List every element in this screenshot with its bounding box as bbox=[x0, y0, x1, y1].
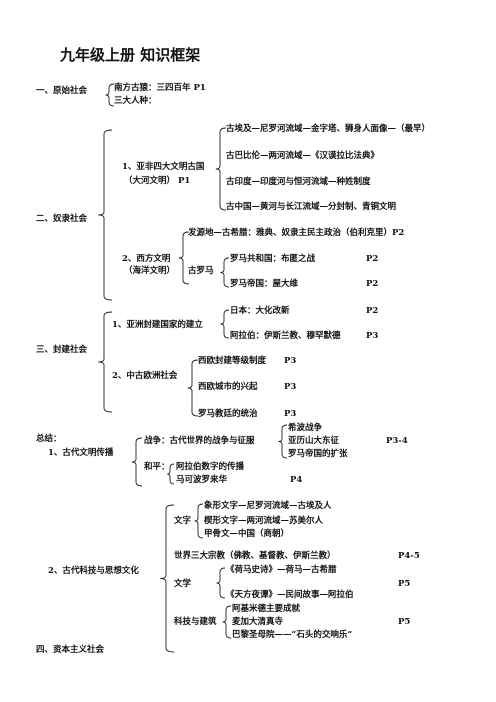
section-feudal-label: 三、封建社会 bbox=[36, 345, 88, 355]
asia-item: 日本：大化改新 bbox=[230, 306, 290, 316]
page-ref: P3 bbox=[284, 356, 297, 366]
rome-item: 罗马帝国：屋大维 bbox=[230, 279, 299, 289]
tech-label: 科技与建筑 bbox=[174, 617, 217, 627]
war-item: 亚历山大东征 bbox=[288, 436, 340, 446]
tech-item: 巴黎圣母院——“石头的交响乐” bbox=[232, 630, 353, 640]
group-label: 1、亚洲封建国家的建立 bbox=[112, 320, 203, 330]
civilization-item: 古埃及—尼罗河流域—金字塔、狮身人面像—（最早） bbox=[226, 124, 431, 134]
brace bbox=[167, 463, 175, 485]
brace bbox=[220, 309, 230, 339]
page-title: 九年级上册 知识框架 bbox=[60, 46, 201, 64]
writing-item: 象形文字—尼罗河流域—古埃及人 bbox=[204, 501, 332, 511]
group-sublabel: （海洋文明） bbox=[124, 266, 176, 276]
religion-item: 世界三大宗教（佛教、基督教、伊斯兰教） bbox=[174, 551, 336, 561]
writing-item: 甲骨文—中国（商朝） bbox=[204, 529, 290, 539]
peace-label: 和平： bbox=[144, 462, 170, 472]
brace bbox=[187, 359, 199, 417]
brace bbox=[216, 567, 226, 599]
rome-label: 古罗马 bbox=[188, 266, 214, 276]
page-ref: P5 bbox=[398, 617, 411, 627]
page-ref: P2 bbox=[366, 306, 379, 316]
brace bbox=[160, 504, 175, 653]
brace bbox=[215, 127, 227, 211]
section-slave-label: 二、奴隶社会 bbox=[36, 214, 88, 224]
summary-label: 总结： bbox=[36, 434, 62, 444]
brace bbox=[98, 311, 113, 413]
page-ref: P3 bbox=[284, 382, 297, 392]
tech-item: 阿基米德主要成就 bbox=[232, 604, 301, 614]
literature-label: 文学 bbox=[174, 579, 192, 589]
europe-item: 罗马教廷的统治 bbox=[198, 409, 258, 419]
brace bbox=[178, 231, 190, 285]
literature-item: 《天方夜谭》—民间故事—阿拉伯 bbox=[226, 590, 354, 600]
brace bbox=[131, 437, 143, 487]
tech-item: 麦加大清真寺 bbox=[232, 617, 284, 627]
group-label: 2、中古欧洲社会 bbox=[112, 371, 178, 381]
rome-item: 罗马共和国：布匿之战 bbox=[230, 254, 316, 264]
group-label: 1、亚非四大文明古国 bbox=[122, 162, 205, 172]
war-item: 希波战争 bbox=[288, 423, 323, 433]
europe-item: 西欧封建等级制度 bbox=[198, 356, 267, 366]
section-primitive-label: 一、原始社会 bbox=[36, 86, 88, 96]
group-label: 2、西方文明 bbox=[122, 254, 171, 264]
page-ref: P2 bbox=[366, 254, 379, 264]
literature-item: 《荷马史诗》—荷马—古希腊 bbox=[226, 565, 337, 575]
war-label: 战争：古代世界的战争与征服 bbox=[144, 436, 255, 446]
primitive-item: 南方古猿：三四百年 P1 bbox=[114, 83, 206, 93]
brace bbox=[222, 605, 232, 639]
page-ref: P3 bbox=[366, 331, 379, 341]
brace bbox=[98, 129, 113, 301]
primitive-item: 三大人种： bbox=[114, 96, 157, 106]
page-ref: P2 bbox=[366, 279, 379, 289]
group-label: 2、古代科技与思想文化 bbox=[48, 566, 139, 576]
group-sublabel: （大河文明） P1 bbox=[124, 176, 191, 186]
writing-label: 文字 bbox=[174, 516, 192, 526]
war-item: 罗马帝国的扩张 bbox=[288, 449, 348, 459]
europe-item: 西欧城市的兴起 bbox=[198, 382, 258, 392]
civilization-item: 古中国—黄河与长江流域—分封制、青铜文明 bbox=[226, 202, 397, 212]
asia-item: 阿拉伯：伊斯兰教、穆罕默德 bbox=[230, 331, 341, 341]
brace bbox=[278, 424, 288, 459]
brace bbox=[105, 83, 115, 107]
page-ref: P5 bbox=[398, 579, 411, 589]
peace-item: 马可波罗来华 bbox=[176, 475, 228, 485]
brace bbox=[194, 503, 204, 539]
greece-item: 发源地—古希腊：雅典、奴隶主民主政治（伯利克里）P2 bbox=[188, 228, 405, 238]
page-ref: P4 bbox=[290, 475, 303, 485]
peace-item: 阿拉伯数字的传播 bbox=[176, 462, 245, 472]
section-capitalist-label: 四、资本主义社会 bbox=[36, 645, 105, 655]
page-ref: P4-5 bbox=[398, 551, 420, 561]
group-label: 1、古代文明传播 bbox=[48, 448, 114, 458]
brace bbox=[220, 257, 230, 288]
civilization-item: 古巴比伦—两河流域—《汉谟拉比法典》 bbox=[226, 151, 380, 161]
writing-item: 楔形文字—两河流域—苏美尔人 bbox=[204, 516, 324, 526]
page-ref: P3-4 bbox=[386, 436, 408, 446]
civilization-item: 古印度—印度河与恒河流域—种姓制度 bbox=[226, 177, 371, 187]
page-ref: P3 bbox=[284, 409, 297, 419]
